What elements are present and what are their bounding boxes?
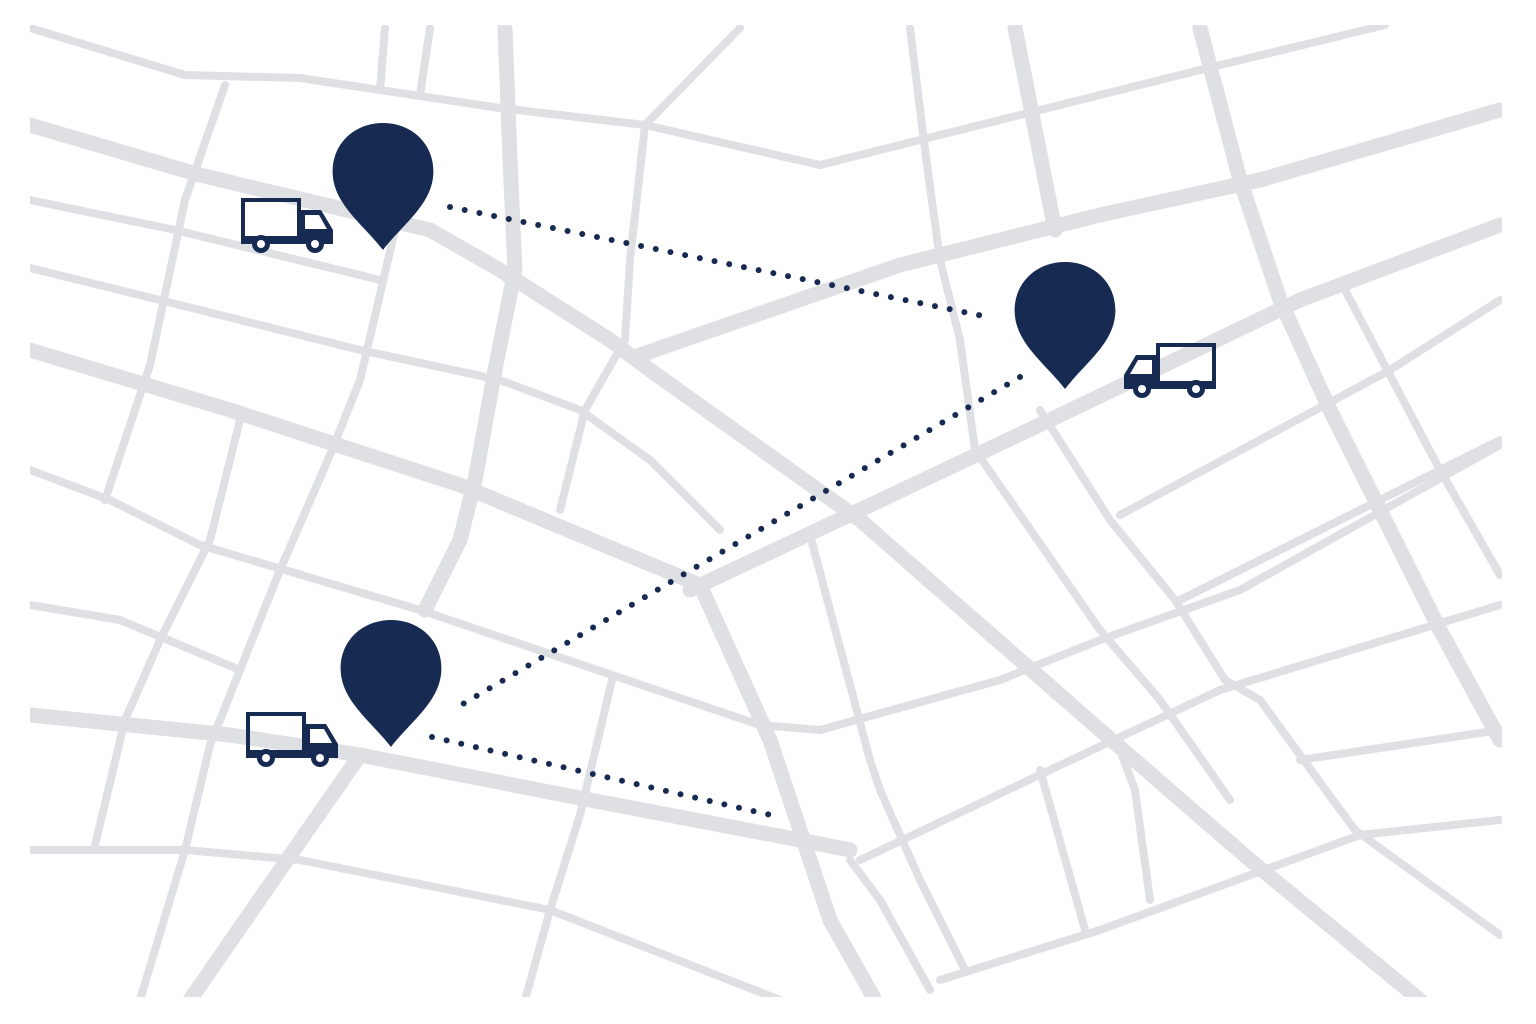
map-pin-icon[interactable]	[340, 620, 442, 747]
map-pin-icon[interactable]	[1014, 262, 1116, 389]
road-network	[30, 25, 1502, 997]
route-line-1	[447, 204, 996, 321]
route-line-3	[429, 734, 778, 819]
route-lines	[429, 204, 1023, 819]
